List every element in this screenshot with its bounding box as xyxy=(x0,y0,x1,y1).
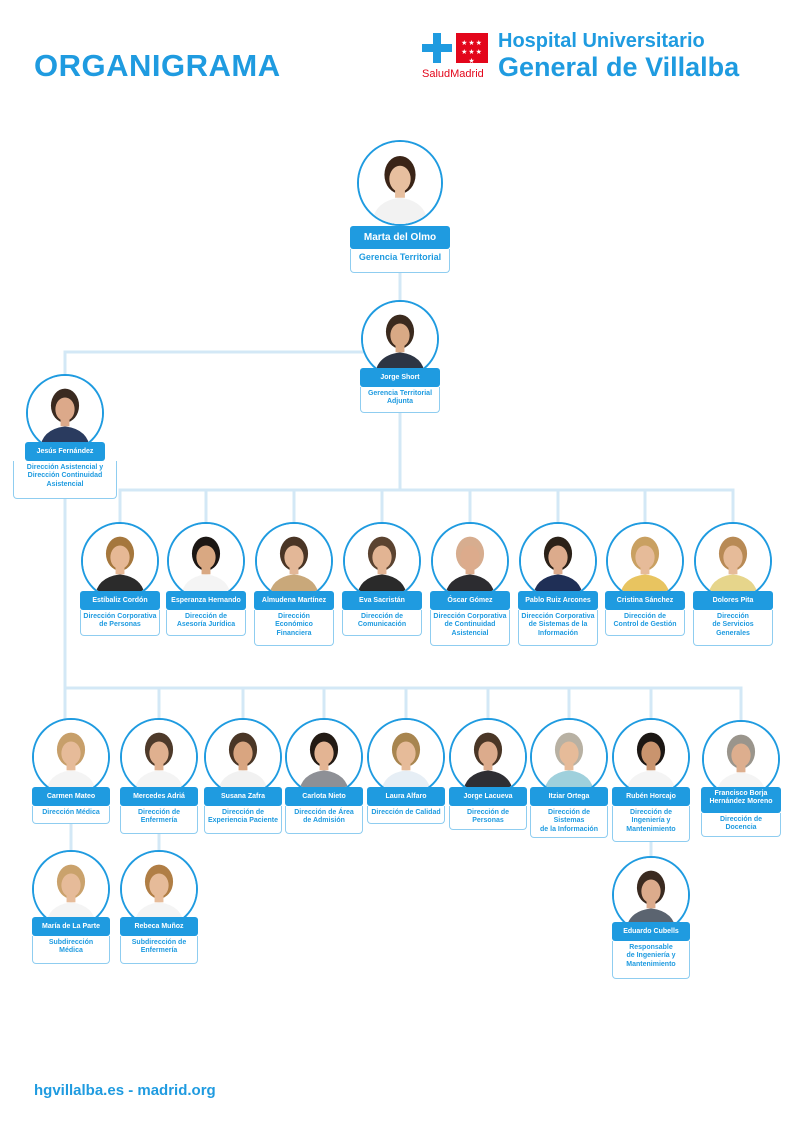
person-role: Dirección de Área de Admisión xyxy=(285,806,363,834)
person-role: Dirección de Servicios Generales xyxy=(693,610,773,646)
person-role: Dirección Médica xyxy=(32,806,110,824)
person-role: Dirección de Control de Gestión xyxy=(605,610,685,636)
portrait-photo xyxy=(367,718,445,796)
person-name: Francisco Borja Hernández Moreno xyxy=(701,787,781,813)
person-role: Responsable de Ingeniería y Mantenimient… xyxy=(612,941,690,979)
person-name: Carlota Nieto xyxy=(285,787,363,806)
person-name: Eva Sacristán xyxy=(342,591,422,610)
portrait-photo xyxy=(32,850,110,928)
person-role: Dirección Corporativa de Personas xyxy=(80,610,160,636)
portrait-photo xyxy=(449,718,527,796)
person-name: Óscar Gómez xyxy=(430,591,510,610)
portrait-photo xyxy=(612,718,690,796)
person-role: Dirección Económico Financiera xyxy=(254,610,334,646)
medical-cross-icon xyxy=(422,33,452,63)
person-name: Pablo Ruiz Arcones xyxy=(518,591,598,610)
portrait-photo xyxy=(343,522,421,600)
footer-links: hgvillalba.es - madrid.org xyxy=(34,1082,216,1099)
person-name: María de La Parte xyxy=(32,917,110,936)
logo-line-1: Hospital Universitario xyxy=(498,30,705,52)
person-role: Dirección de Comunicación xyxy=(342,610,422,636)
person-name: Rubén Horcajo xyxy=(612,787,690,806)
person-name: Marta del Olmo xyxy=(350,226,450,249)
portrait-photo xyxy=(694,522,772,600)
person-role: Dirección Asistencial y Dirección Contin… xyxy=(13,461,117,499)
person-role: Dirección de Calidad xyxy=(367,806,445,824)
person-role: Dirección de Personas xyxy=(449,806,527,830)
person-name: Dolores Pita xyxy=(693,591,773,610)
person-name: Esperanza Hernando xyxy=(166,591,246,610)
portrait-photo xyxy=(26,374,104,452)
portrait-photo xyxy=(120,850,198,928)
person-role: Gerencia Territorial Adjunta xyxy=(360,387,440,413)
person-role: Gerencia Territorial xyxy=(350,249,450,273)
person-name: Cristina Sánchez xyxy=(605,591,685,610)
person-name: Jorge Lacueva xyxy=(449,787,527,806)
person-role: Dirección de Enfermería xyxy=(120,806,198,834)
person-role: Subdirección Médica xyxy=(32,936,110,964)
person-role: Dirección Corporativa de Continuidad Asi… xyxy=(430,610,510,646)
page-title: ORGANIGRAMA xyxy=(34,48,281,83)
portrait-photo xyxy=(357,140,443,226)
portrait-photo xyxy=(167,522,245,600)
portrait-photo xyxy=(285,718,363,796)
person-name: Carmen Mateo xyxy=(32,787,110,806)
portrait-photo xyxy=(204,718,282,796)
person-role: Subdirección de Enfermería xyxy=(120,936,198,964)
portrait-photo xyxy=(606,522,684,600)
portrait-photo xyxy=(81,522,159,600)
person-name: Jorge Short xyxy=(360,368,440,387)
person-name: Jesús Fernández xyxy=(25,442,105,461)
portrait-photo xyxy=(431,522,509,600)
person-role: Dirección de Experiencia Paciente xyxy=(204,806,282,834)
portrait-photo xyxy=(120,718,198,796)
person-role: Dirección de Sistemas de la Información xyxy=(530,806,608,838)
person-role: Dirección Corporativa de Sistemas de la … xyxy=(518,610,598,646)
person-name: Eduardo Cubells xyxy=(612,922,690,941)
person-role: Dirección de Ingeniería y Mantenimiento xyxy=(612,806,690,842)
person-name: Estíbaliz Cordón xyxy=(80,591,160,610)
portrait-photo xyxy=(255,522,333,600)
person-name: Susana Zafra xyxy=(204,787,282,806)
portrait-photo xyxy=(519,522,597,600)
person-name: Rebeca Muñoz xyxy=(120,917,198,936)
logo-line-2: General de Villalba xyxy=(498,52,740,82)
person-name: Itziar Ortega xyxy=(530,787,608,806)
person-name: Laura Alfaro xyxy=(367,787,445,806)
portrait-photo xyxy=(530,718,608,796)
logo-brand: SaludMadrid xyxy=(422,68,484,80)
person-name: Almudena Martínez xyxy=(254,591,334,610)
person-role: Dirección de Docencia xyxy=(701,813,781,837)
person-name: Mercedes Adriá xyxy=(120,787,198,806)
person-role: Dirección de Asesoría Jurídica xyxy=(166,610,246,636)
portrait-photo xyxy=(361,300,439,378)
madrid-flag-icon: ★★★ ★★★ ★ xyxy=(456,33,488,65)
hospital-logo: ★★★ ★★★ ★ SaludMadrid Hospital Universit… xyxy=(422,30,782,86)
portrait-photo xyxy=(32,718,110,796)
portrait-photo xyxy=(702,720,780,798)
